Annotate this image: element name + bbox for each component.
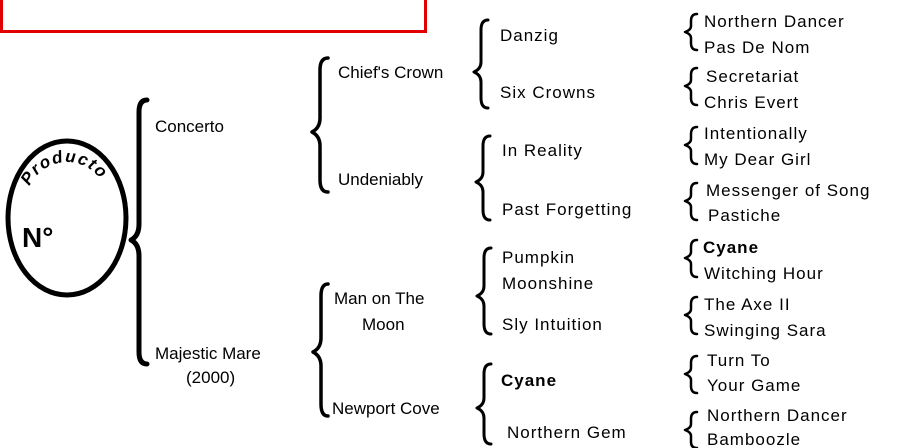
bracket-undeniably (474, 134, 492, 222)
gen3-northern-gem: Northern Gem (507, 423, 627, 442)
gen4-witching-hour: Witching Hour (704, 264, 824, 283)
gen3-past-forgetting: Past Forgetting (502, 200, 633, 219)
bracket-gen1 (128, 97, 150, 367)
bracket-majestic (311, 282, 330, 418)
gen4-the-axe-ii: The Axe II (704, 295, 791, 314)
gen4-your-game: Your Game (707, 376, 802, 395)
dam-sire-line1: Man on The (334, 289, 425, 308)
sire-sire: Chief's Crown (338, 63, 444, 82)
gen4-pas-de-nom: Pas De Nom (704, 38, 811, 57)
bracket-pumpkin-moonshine (683, 238, 699, 279)
gen3-in-reality: In Reality (502, 141, 583, 160)
gen4-chris-evert: Chris Evert (704, 93, 800, 112)
bracket-chiefs-crown (472, 18, 490, 110)
gen4-bamboozle: Bamboozle (707, 430, 802, 448)
bracket-six-crowns (683, 66, 699, 107)
gen3-sly-intuition: Sly Intuition (502, 315, 603, 334)
header-box (0, 0, 427, 33)
dam: Majestic Mare (155, 344, 261, 363)
gen4-swinging-sara: Swinging Sara (704, 321, 827, 340)
gen4-intentionally: Intentionally (704, 124, 808, 143)
gen4-pastiche: Pastiche (708, 206, 782, 225)
badge-number: N° (22, 222, 53, 253)
sire: Concerto (155, 117, 224, 136)
dam-sire-line2: Moon (362, 315, 405, 334)
bracket-man-on-the-moon (475, 246, 493, 336)
bracket-cyane (683, 354, 699, 395)
dam-year: (2000) (186, 368, 236, 387)
gen3-cyane: Cyane (501, 371, 558, 390)
bracket-past-forgetting (683, 181, 699, 222)
product-badge: Producto N° (5, 138, 129, 298)
gen4-northern-dancer-2: Northern Dancer (707, 406, 848, 425)
bracket-danzig (683, 12, 699, 52)
gen4-northern-dancer: Northern Dancer (704, 12, 845, 31)
gen3-six-crowns: Six Crowns (500, 83, 596, 102)
gen4-secretariat: Secretariat (706, 67, 800, 86)
dam-dam: Newport Cove (332, 399, 440, 418)
bracket-in-reality (683, 125, 699, 166)
bracket-concerto (310, 56, 330, 194)
bracket-newport-cove (475, 362, 493, 446)
gen4-cyane: Cyane (703, 238, 760, 257)
gen4-turn-to: Turn To (707, 351, 771, 370)
gen3-pumpkin-line1: Pumpkin (502, 248, 576, 267)
gen3-pumpkin-line2: Moonshine (502, 274, 595, 293)
bracket-sly-intuition (683, 295, 699, 336)
gen4-messenger-of-song: Messenger of Song (706, 181, 871, 200)
bracket-northern-gem (683, 410, 699, 448)
gen3-danzig: Danzig (500, 26, 559, 45)
gen4-my-dear-girl: My Dear Girl (704, 150, 812, 169)
sire-dam: Undeniably (338, 170, 424, 189)
